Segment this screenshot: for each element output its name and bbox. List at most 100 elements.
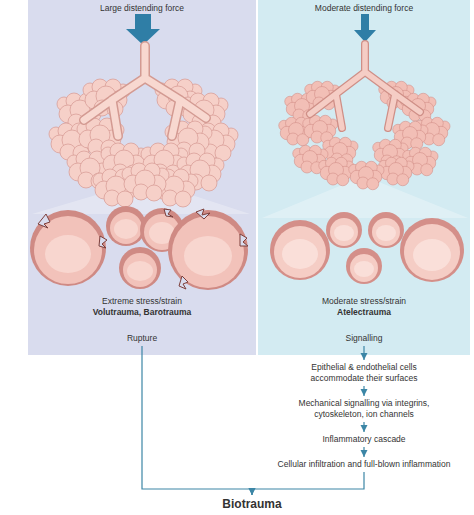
- flow-arrow: [142, 346, 252, 495]
- flow-step: Epithelial & endothelial cells accommoda…: [289, 362, 439, 384]
- node-text: Mechanical signalling via integrins, cyt…: [279, 398, 449, 420]
- alveolar-cluster: [165, 121, 212, 159]
- wall-rupture: [38, 214, 50, 228]
- node-text: Extreme stress/strain: [28, 296, 256, 307]
- alveolus-section: [400, 218, 464, 282]
- alveolus-floor: [184, 236, 232, 276]
- alveolar-cluster: [151, 169, 198, 207]
- alveolus-floor: [334, 225, 354, 241]
- alveolus-wall: [119, 247, 161, 289]
- wall-rupture: [164, 209, 173, 217]
- alveolar-cluster: [191, 123, 238, 161]
- alveolus-lumen: [372, 218, 400, 246]
- node-text: Atelectrauma: [258, 307, 470, 318]
- zoom-wedge: [32, 182, 250, 214]
- stress-label: Extreme stress/strainVolutrauma, Barotra…: [28, 296, 256, 318]
- bronchial-tree: [84, 46, 206, 136]
- node-text: Volutrauma, Barotrauma: [28, 307, 256, 318]
- alveolar-cluster: [373, 139, 408, 168]
- alveolus-lumen: [123, 253, 157, 287]
- alveolar-cluster: [279, 117, 314, 146]
- alveolar-cluster: [49, 79, 238, 207]
- bronchial-tree: [84, 46, 206, 136]
- alveolus-wall: [140, 208, 184, 252]
- alveolus-lumen: [404, 224, 460, 280]
- alveolus-section: [106, 206, 146, 246]
- alveolar-cluster: [122, 163, 169, 201]
- scenario-panel: Large distending forceExtreme stress/str…: [28, 0, 256, 355]
- force-arrow: [126, 14, 160, 45]
- alveolar-cluster: [285, 93, 320, 122]
- alveolar-cluster: [379, 157, 414, 186]
- node-text: Biotrauma: [212, 497, 292, 513]
- alveolar-cluster: [77, 118, 124, 156]
- alveolus-wall: [400, 218, 464, 282]
- wall-rupture: [99, 236, 107, 248]
- alveolar-cluster: [305, 81, 340, 110]
- alveolar-cluster: [415, 117, 450, 146]
- flow-step: Mechanical signalling via integrins, cyt…: [279, 398, 449, 420]
- wall-rupture: [179, 276, 188, 289]
- alveolus-wall: [168, 210, 248, 290]
- alveolus-wall: [106, 206, 146, 246]
- alveolar-cluster: [303, 115, 338, 144]
- node-text: Moderate distending force: [258, 3, 470, 14]
- alveolar-cluster: [83, 79, 130, 117]
- alveolar-cluster: [49, 123, 96, 161]
- outcome-label: Rupture: [112, 333, 172, 344]
- alveolus-lumen: [274, 226, 326, 278]
- flow-step: Cellular infiltration and full-blown inf…: [262, 459, 466, 470]
- alveolar-cluster: [403, 147, 438, 176]
- alveolar-cluster: [181, 93, 228, 131]
- force-arrow: [354, 14, 376, 42]
- wall-rupture: [240, 234, 248, 246]
- alveolus-floor: [114, 219, 138, 239]
- result-label: Biotrauma: [212, 497, 292, 513]
- alveolar-cluster: [323, 137, 358, 166]
- flow-arrow: [363, 386, 364, 396]
- alveolus-wall: [346, 248, 382, 284]
- alveolar-cluster: [141, 143, 188, 181]
- alveolus-section: [30, 210, 106, 286]
- stress-label: Moderate stress/strainAtelectrauma: [258, 296, 470, 318]
- alveolus-floor: [354, 261, 374, 277]
- alveolus-section: [270, 220, 330, 280]
- alveolus-wall: [30, 210, 106, 286]
- node-text: Inflammatory cascade: [304, 434, 424, 445]
- alveolus-floor: [376, 225, 396, 241]
- alveolus-wall: [326, 212, 362, 248]
- alveolar-cluster: [155, 79, 202, 117]
- alveolar-cluster: [67, 151, 114, 189]
- alveolar-cluster: [293, 145, 328, 174]
- alveolar-cluster: [349, 161, 384, 190]
- alveolus-wall: [270, 220, 330, 280]
- alveolus-section: [168, 210, 248, 290]
- alveolar-cluster: [401, 93, 436, 122]
- flow-step: Inflammatory cascade: [304, 434, 424, 445]
- alveolus-floor: [149, 222, 175, 244]
- alveolus-section: [140, 208, 184, 252]
- wall-rupture: [38, 209, 248, 289]
- alveolar-cluster: [279, 81, 450, 190]
- node-text: Moderate stress/strain: [258, 296, 470, 307]
- alveolar-cluster: [319, 157, 354, 186]
- outcome-label: Signalling: [334, 333, 394, 344]
- node-text: Large distending force: [28, 3, 256, 14]
- alveolar-cluster: [177, 153, 224, 191]
- bronchial-tree: [310, 44, 420, 128]
- alveolus-lumen: [172, 216, 244, 288]
- alveolar-cluster: [93, 169, 140, 207]
- alveolus-floor: [45, 235, 91, 273]
- flow-arrow: [363, 422, 364, 432]
- wall-rupture: [196, 209, 210, 219]
- alveolus-floor: [413, 239, 451, 271]
- node-text: Rupture: [112, 333, 172, 344]
- flow-arrow: [363, 346, 364, 360]
- node-text: Signalling: [334, 333, 394, 344]
- alveolus-lumen: [144, 214, 180, 250]
- scenario-panel: Moderate distending forceModerate stress…: [258, 0, 470, 355]
- flow-arrow: [252, 472, 364, 495]
- alveolar-cluster: [101, 143, 148, 181]
